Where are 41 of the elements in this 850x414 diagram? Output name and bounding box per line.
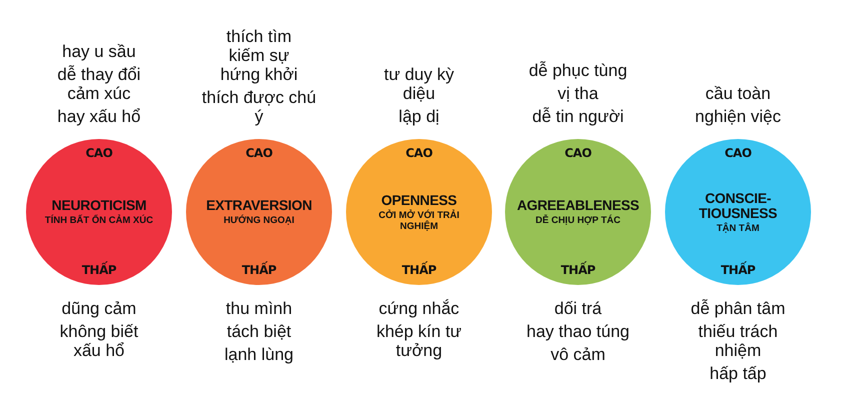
high-trait-text: hay xấu hổ bbox=[57, 107, 141, 126]
low-trait-text: không biết xấu hổ bbox=[58, 322, 140, 360]
trait-subtitle: TẬN TÂM bbox=[716, 222, 760, 234]
low-label: THẤP bbox=[240, 263, 278, 277]
low-trait-text: thu mình bbox=[226, 299, 292, 318]
low-trait-text: vô cảm bbox=[550, 345, 606, 364]
trait-name: NEUROTICISM bbox=[52, 198, 146, 213]
trait-subtitle: TÍNH BẤT ỔN CẢM XÚC bbox=[44, 215, 154, 226]
high-trait-text: hay u sầu bbox=[62, 42, 136, 61]
trait-name: AGREEABLENESS bbox=[516, 198, 640, 213]
high-trait-text: dễ phục tùng bbox=[528, 61, 628, 80]
low-trait-text: dối trá bbox=[554, 299, 602, 318]
high-label: CAO bbox=[724, 146, 752, 160]
trait-name: OPENNESS bbox=[381, 192, 457, 208]
low-label: THẤP bbox=[80, 263, 118, 277]
low-trait-text: hấp tấp bbox=[710, 364, 766, 383]
high-trait-text: nghiện việc bbox=[694, 107, 781, 126]
low-label: THẤP bbox=[400, 263, 438, 277]
low-label: THẤP bbox=[720, 263, 756, 277]
high-trait-text: cầu toàn bbox=[705, 84, 771, 103]
low-trait-text: dễ phân tâm bbox=[690, 299, 786, 318]
trait-name: EXTRAVERSION bbox=[206, 198, 312, 213]
low-label: THẤP bbox=[560, 263, 596, 277]
high-label: CAO bbox=[84, 146, 114, 160]
trait-subtitle: HƯỚNG NGOẠI bbox=[224, 215, 294, 226]
low-trait-text: hay thao túng bbox=[526, 322, 630, 341]
trait-subtitle: CỞI MỞ VỚI TRẢI NGHIỆM bbox=[378, 210, 460, 232]
low-trait-text: khép kín tư tưởng bbox=[375, 322, 463, 360]
low-trait-text: cứng nhắc bbox=[378, 299, 460, 318]
trait-subtitle: DỄ CHỊU HỢP TÁC bbox=[536, 215, 620, 226]
trait-name: CONSCIE- TIOUSNESS bbox=[698, 190, 778, 220]
high-trait-text: lập dị bbox=[398, 107, 440, 126]
low-trait-text: lạnh lùng bbox=[224, 345, 294, 364]
high-label: CAO bbox=[244, 146, 274, 160]
high-label: CAO bbox=[564, 146, 592, 160]
low-trait-text: dũng cảm bbox=[62, 299, 136, 318]
high-trait-text: vị tha bbox=[558, 84, 598, 103]
low-trait-text: tách biệt bbox=[226, 322, 292, 341]
high-label: CAO bbox=[404, 146, 434, 160]
high-trait-text: dễ tin người bbox=[532, 107, 624, 126]
high-trait-text: thích được chú ý bbox=[200, 88, 318, 126]
